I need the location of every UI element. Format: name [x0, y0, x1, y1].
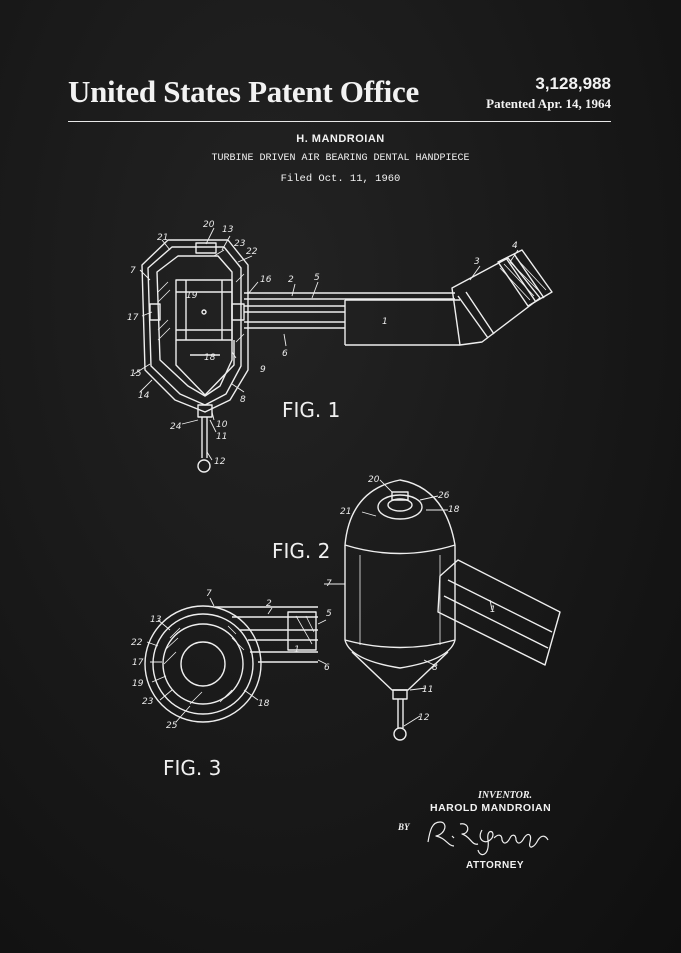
ref-2a: 2 [288, 275, 294, 285]
figure-1-label: FIG. 1 [282, 398, 341, 422]
ref-18b: 18 [448, 505, 460, 515]
header-divider [68, 121, 611, 122]
ref-8a: 8 [240, 395, 246, 405]
ref-3: 3 [474, 257, 480, 267]
ref-1b: 1 [490, 605, 496, 615]
ref-1a: 1 [382, 317, 388, 327]
signature-drawing [427, 821, 549, 856]
ref-20b: 20 [368, 475, 380, 485]
ref-19a: 19 [186, 291, 198, 301]
ref-8b: 8 [432, 663, 438, 673]
ref-19c: 19 [132, 679, 144, 689]
ref-15: 15 [130, 369, 142, 379]
filed-date: Filed Oct. 11, 1960 [280, 173, 401, 185]
ref-5c: 5 [326, 609, 332, 619]
ref-11b: 11 [422, 685, 433, 695]
ref-5a: 5 [314, 273, 320, 283]
ref-9: 9 [260, 365, 266, 375]
ref-6a: 6 [282, 349, 288, 359]
ref-21: 21 [157, 233, 168, 243]
ref-2c: 2 [266, 599, 272, 609]
patent-title: TURBINE DRIVEN AIR BEARING DENTAL HANDPI… [211, 153, 470, 164]
ref-21b: 21 [340, 507, 351, 517]
ref-22: 22 [246, 247, 258, 257]
ref-16: 16 [260, 275, 272, 285]
by-label: BY [398, 822, 410, 832]
ref-25: 25 [166, 721, 178, 731]
ref-17c: 17 [132, 658, 144, 668]
ref-12a: 12 [214, 457, 226, 467]
attorney-label: ATTORNEY [466, 860, 525, 871]
ref-18c: 18 [258, 699, 270, 709]
fig3-drawing [144, 597, 327, 723]
fig2-drawing [324, 479, 561, 741]
figure-2-label: FIG. 2 [272, 539, 331, 563]
ref-26: 26 [438, 491, 450, 501]
figure-3-label: FIG. 3 [163, 756, 222, 780]
ref-13: 13 [222, 225, 234, 235]
inventor-name: HAROLD MANDROIAN [430, 802, 552, 814]
ref-12b: 12 [418, 713, 430, 723]
ref-14: 14 [138, 391, 150, 401]
ref-22c: 22 [131, 638, 143, 648]
patented-date: Patented Apr. 14, 1964 [486, 96, 611, 111]
inventor-label: INVENTOR. [478, 790, 532, 801]
ref-4: 4 [512, 241, 518, 251]
patent-number: 3,128,988 [535, 74, 611, 93]
ref-10: 10 [216, 420, 228, 430]
fig1-drawing [133, 227, 553, 473]
ref-18a: 18 [204, 353, 216, 363]
ref-20: 20 [203, 220, 215, 230]
ref-6c: 6 [324, 663, 330, 673]
ref-11a: 11 [216, 432, 227, 442]
ref-13c: 13 [150, 615, 162, 625]
ref-23: 23 [234, 239, 246, 249]
ref-1c: 1 [294, 645, 300, 655]
ref-17a: 17 [127, 313, 139, 323]
inventor-name-top: H. MANDROIAN [296, 133, 385, 145]
patent-office-title: United States Patent Office [68, 74, 419, 109]
ref-7a: 7 [130, 266, 136, 276]
ref-24: 24 [170, 422, 182, 432]
ref-7c: 7 [206, 589, 212, 599]
ref-23c: 23 [142, 697, 154, 707]
ref-7b: 7 [326, 579, 332, 589]
